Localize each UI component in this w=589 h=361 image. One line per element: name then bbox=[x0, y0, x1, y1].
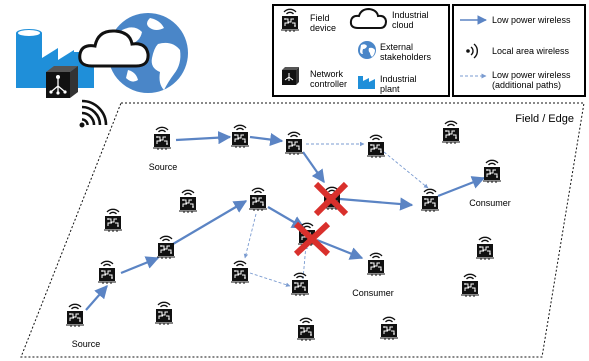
source-label: Source bbox=[149, 162, 178, 172]
field-device-icon bbox=[280, 8, 300, 33]
additional-paths bbox=[243, 141, 429, 287]
field-devices bbox=[65, 120, 502, 342]
consumer-label: Consumer bbox=[352, 288, 394, 298]
legend-field-device-label: Field device bbox=[310, 13, 337, 33]
legend-local-area-wireless-label: Local area wireless bbox=[492, 46, 570, 56]
cross-icon bbox=[313, 181, 349, 217]
link-legend-icons bbox=[460, 15, 487, 79]
legend-additional-paths-label: Low power wireless (additional paths) bbox=[492, 70, 571, 90]
source-label: Source bbox=[72, 339, 101, 349]
network-controller-icon bbox=[46, 66, 78, 98]
link-legend: Low power wireless Local area wireless L… bbox=[452, 4, 586, 97]
local-area-wireless-icon bbox=[79, 99, 108, 128]
legend-industrial-cloud-label: Industrial cloud bbox=[392, 10, 429, 30]
legend-external-stakeholders-label: External stakeholders bbox=[380, 42, 432, 62]
cloud-icon bbox=[78, 29, 150, 68]
legend-low-power-wireless-label: Low power wireless bbox=[492, 15, 571, 25]
entity-legend: Field device Industrial cloud External s… bbox=[272, 4, 450, 97]
field-edge-region bbox=[20, 102, 585, 358]
entity-legend-icons bbox=[280, 7, 388, 89]
factory-icon bbox=[358, 76, 375, 89]
field-edge-label: Field / Edge bbox=[515, 113, 574, 125]
consumer-label: Consumer bbox=[469, 198, 511, 208]
cross-icon bbox=[293, 221, 331, 257]
legend-network-controller-label: Network controller bbox=[310, 69, 348, 89]
globe-icon bbox=[358, 41, 376, 59]
network-controller-icon bbox=[282, 67, 299, 85]
low-power-paths bbox=[85, 131, 486, 311]
legend-industrial-plant-label: Industrial plant bbox=[380, 74, 417, 94]
local-area-wireless-icon bbox=[466, 43, 478, 59]
cloud-icon bbox=[349, 7, 388, 29]
